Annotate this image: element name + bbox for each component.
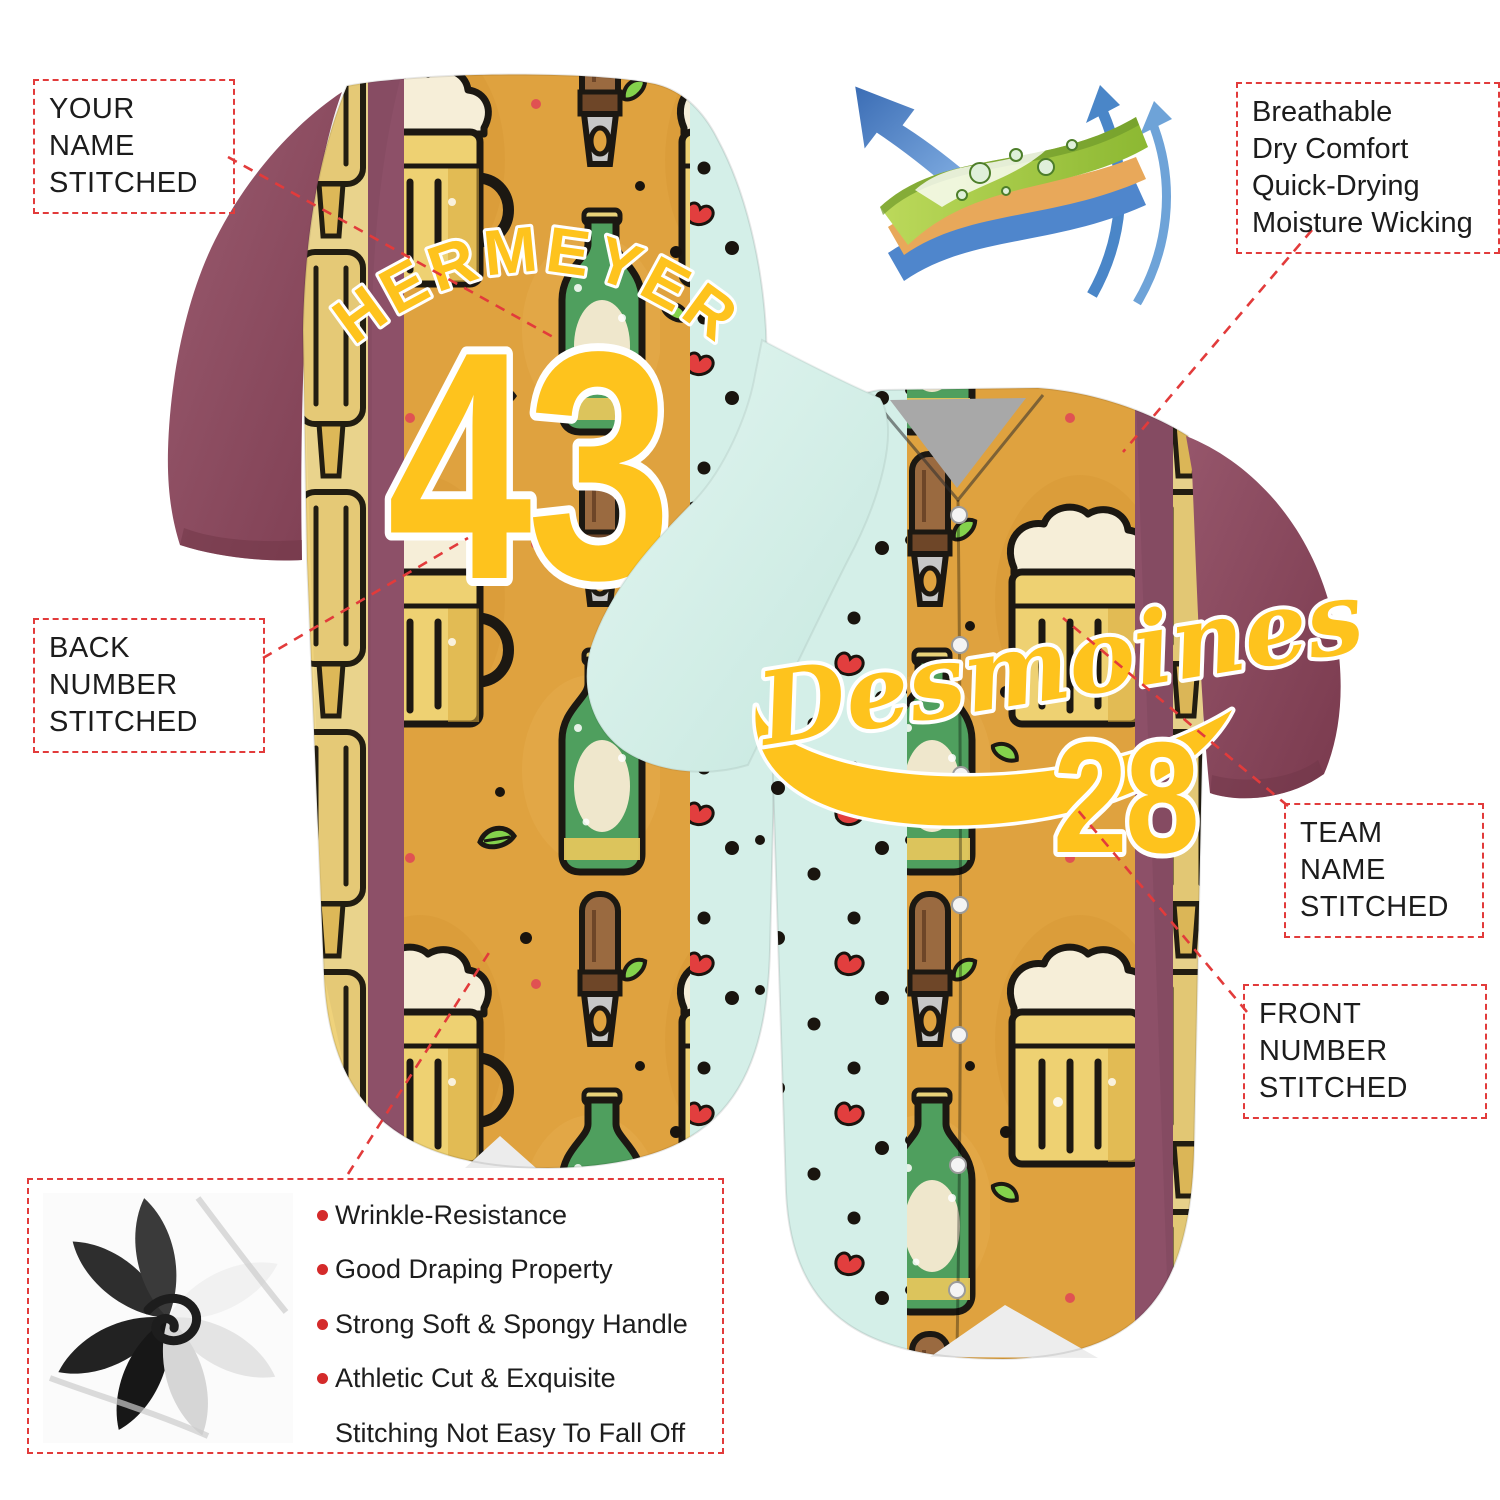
feature-item-label: Strong Soft & Spongy Handle (335, 1308, 688, 1339)
water-droplets-icon (956, 139, 1078, 201)
callout-lines (227, 155, 1313, 1175)
red-dot-bullet-icon (317, 1264, 328, 1276)
feature-item: Athletic Cut & Exquisite (317, 1352, 721, 1407)
breathable-callout: Breathable Dry Comfort Quick-Drying Mois… (1236, 82, 1500, 254)
button-placket (955, 499, 962, 1353)
feature-item: Good Draping Property (317, 1243, 721, 1298)
script-underline-swoosh (751, 702, 1236, 829)
your-name-callout: YOUR NAME STITCHED (33, 79, 235, 214)
front-number-callout: FRONT NUMBER STITCHED (1243, 984, 1487, 1119)
front-number-text: 28 (1053, 710, 1197, 887)
team-name-callout: TEAM NAME STITCHED (1284, 803, 1484, 938)
callout-line-breathable (1122, 229, 1313, 453)
fabric-features-panel: Wrinkle-Resistance Good Draping Property… (27, 1178, 724, 1454)
callout-line-front-number (1075, 807, 1248, 1013)
red-dot-bullet-icon (317, 1373, 328, 1385)
fabric-layers-icon (852, 83, 1172, 306)
feature-list: Wrinkle-Resistance Good Draping Property… (317, 1188, 721, 1461)
back-hem-lining (465, 1136, 536, 1168)
red-dot-bullet-icon (317, 1209, 328, 1221)
feature-item-label: Stitching Not Easy To Fall Off (335, 1417, 686, 1448)
feature-item-label: Wrinkle-Resistance (335, 1199, 568, 1230)
feature-item: Stitching Not Easy To Fall Off (317, 1406, 721, 1461)
back-number-callout: BACK NUMBER STITCHED (33, 618, 265, 753)
callout-line-your-name (227, 155, 554, 339)
callout-line-team-name (1062, 617, 1289, 807)
front-right-sleeve (1186, 436, 1341, 799)
front-jersey (771, 386, 1341, 1361)
back-left-sleeve (167, 92, 342, 561)
fabric-swatch-image (43, 1193, 293, 1443)
front-left-sleeve (585, 338, 889, 773)
front-hem-lining (930, 1305, 1098, 1358)
feature-item-label: Good Draping Property (335, 1254, 613, 1285)
feature-item-label: Athletic Cut & Exquisite (335, 1363, 616, 1394)
callout-line-fabric-features (346, 947, 494, 1175)
feature-item: Strong Soft & Spongy Handle (317, 1297, 721, 1352)
red-dot-bullet-icon (317, 1318, 328, 1330)
callout-line-back-number (262, 536, 469, 660)
jersey-buttons (948, 506, 970, 1299)
feature-item: Wrinkle-Resistance (317, 1188, 721, 1243)
collar-inner (890, 398, 1026, 488)
